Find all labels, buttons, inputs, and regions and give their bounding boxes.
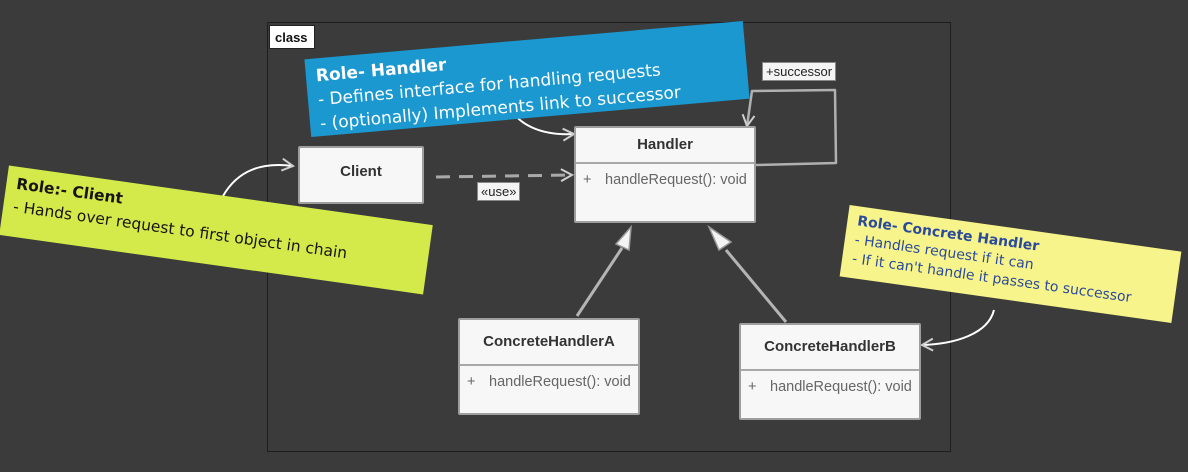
concrete-note-connector <box>922 309 995 345</box>
generalization-line-a <box>575 247 624 317</box>
use-dependency-line <box>435 175 572 177</box>
successor-role-label: +successor <box>762 62 837 81</box>
operation-signature: handleRequest(): void <box>770 379 912 395</box>
operation-row: + handleRequest(): void <box>741 371 919 395</box>
operation-row: + handleRequest(): void <box>460 366 638 390</box>
class-name: Handler <box>576 128 754 164</box>
class-concrete-handler-b[interactable]: ConcreteHandlerB + handleRequest(): void <box>739 323 921 420</box>
generalization-arrowhead-a <box>614 224 632 252</box>
use-stereotype-label: «use» <box>477 182 521 201</box>
operation-row: + handleRequest(): void <box>576 164 754 188</box>
visibility-marker: + <box>583 172 592 188</box>
successor-association-line <box>747 88 838 167</box>
class-name: Client <box>340 163 382 180</box>
operation-signature: handleRequest(): void <box>489 374 631 390</box>
generalization-line-b <box>724 249 788 323</box>
frame-label: class <box>269 25 315 49</box>
class-client[interactable]: Client <box>298 146 424 204</box>
class-name: ConcreteHandlerA <box>460 320 638 366</box>
client-note-connector <box>222 165 293 197</box>
class-handler[interactable]: Handler + handleRequest(): void <box>574 126 756 223</box>
operation-signature: handleRequest(): void <box>605 172 747 188</box>
class-concrete-handler-a[interactable]: ConcreteHandlerA + handleRequest(): void <box>458 318 640 415</box>
visibility-marker: + <box>748 379 757 395</box>
class-name: ConcreteHandlerB <box>741 325 919 371</box>
visibility-marker: + <box>467 374 476 390</box>
generalization-arrowhead-b <box>707 224 733 252</box>
